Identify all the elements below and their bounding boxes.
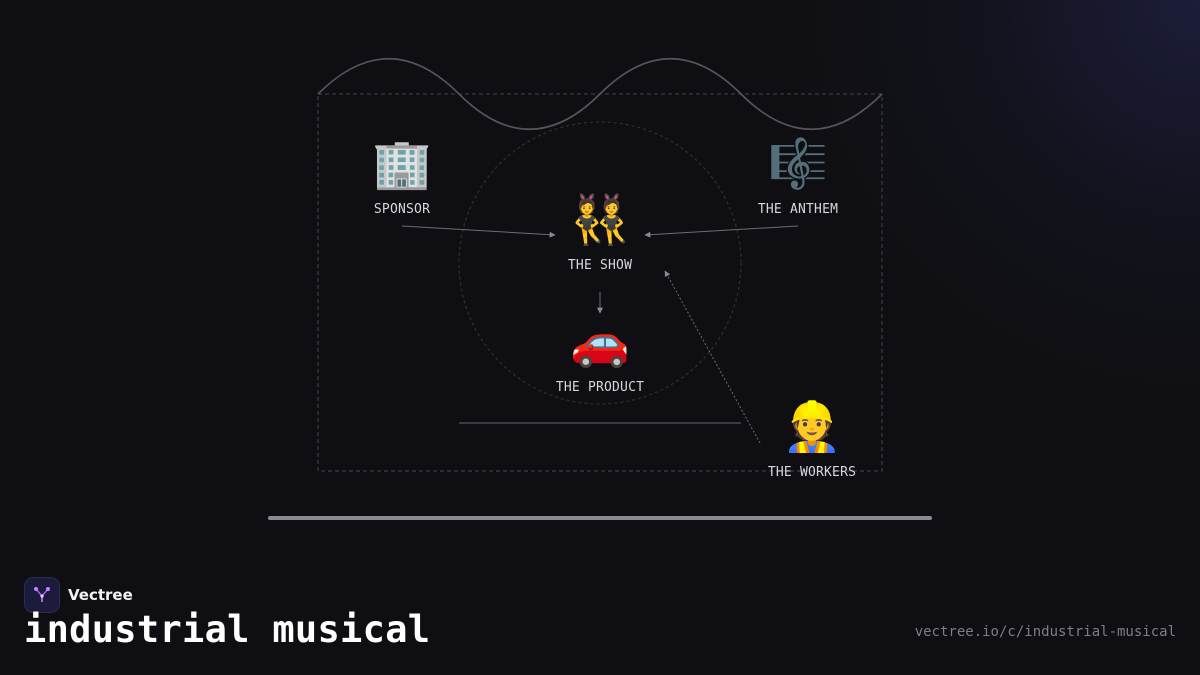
- office-building-icon: 🏢: [372, 136, 432, 192]
- edge-anthem-to-show: [644, 225, 799, 238]
- node-product: 🚗 THE PRODUCT: [520, 314, 680, 395]
- node-label: THE SHOW: [567, 258, 633, 273]
- edge-sponsor-to-show: [401, 225, 556, 238]
- node-show: 👯 THE SHOW: [520, 192, 680, 273]
- node-label: SPONSOR: [373, 202, 431, 217]
- car-icon: 🚗: [570, 314, 630, 370]
- brand-name: Vectree: [68, 586, 133, 604]
- sheet-music-icon: 🎼: [768, 136, 828, 192]
- tree-icon: [24, 577, 60, 613]
- page-title: industrial musical: [24, 608, 431, 651]
- node-anthem: 🎼 THE ANTHEM: [718, 136, 878, 217]
- page-url[interactable]: vectree.io/c/industrial-musical: [914, 624, 1176, 640]
- brand[interactable]: Vectree: [24, 577, 133, 613]
- node-workers: 👷 THE WORKERS: [732, 399, 892, 480]
- node-sponsor: 🏢 SPONSOR: [322, 136, 482, 217]
- curtain-wave: [317, 57, 883, 131]
- spotlight-circle: [458, 121, 742, 405]
- construction-worker-icon: 👷: [782, 399, 842, 455]
- node-label: THE ANTHEM: [757, 202, 839, 217]
- node-label: THE PRODUCT: [555, 380, 645, 395]
- dancers-icon: 👯: [570, 192, 630, 248]
- edge-workers-to-show: [664, 270, 761, 444]
- node-label: THE WORKERS: [767, 465, 857, 480]
